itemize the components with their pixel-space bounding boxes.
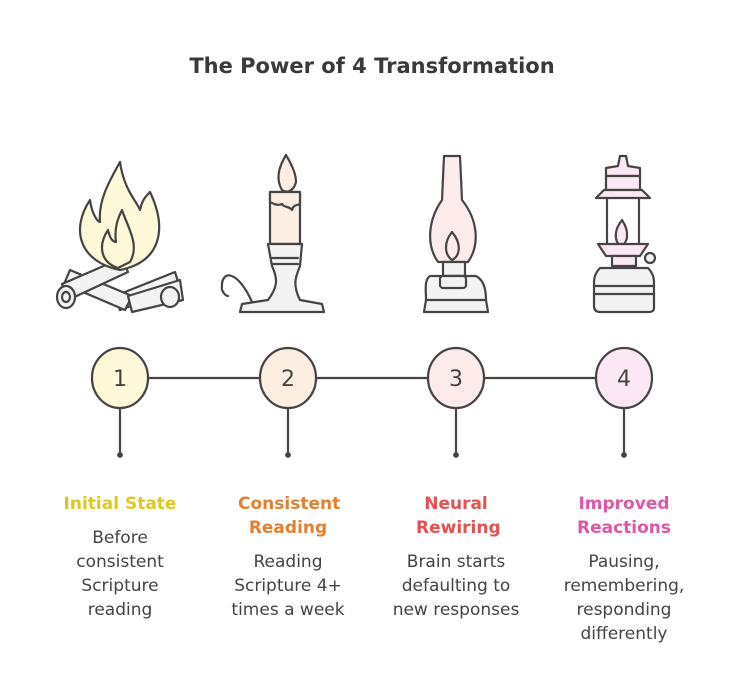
step-description: Before consistent Scripture reading [76,528,164,620]
step-3: Neural Rewiring Brain starts defaulting … [376,492,536,622]
diagram-title: The Power of 4 Transformation [189,54,555,78]
campfire-icon [55,160,185,314]
step-description: Reading Scripture 4+ times a week [231,552,345,620]
step-number: 1 [113,367,127,392]
step-number: 4 [617,367,631,392]
step-title: Consistent Reading [238,494,341,538]
step-4: Improved Reactions Pausing, remembering,… [544,492,704,646]
step-title: Neural Rewiring [416,494,501,538]
step-marker-2: 2 [258,346,318,458]
step-description: Brain starts defaulting to new responses [392,552,520,620]
step-description: Pausing, remembering, responding differe… [563,552,685,644]
step-title: Improved Reactions [576,494,672,538]
step-title: Initial State [63,494,177,514]
step-number: 3 [449,367,463,392]
step-marker-3: 3 [426,346,486,458]
step-1: Initial State Before consistent Scriptur… [40,492,200,622]
candle-icon [220,153,326,314]
step-number: 2 [281,367,295,392]
step-marker-4: 4 [594,346,654,458]
oil-lamp-icon [422,154,490,314]
step-2: Consistent Reading Reading Scripture 4+ … [208,492,368,622]
lantern-icon [592,154,657,314]
step-marker-1: 1 [90,346,150,458]
